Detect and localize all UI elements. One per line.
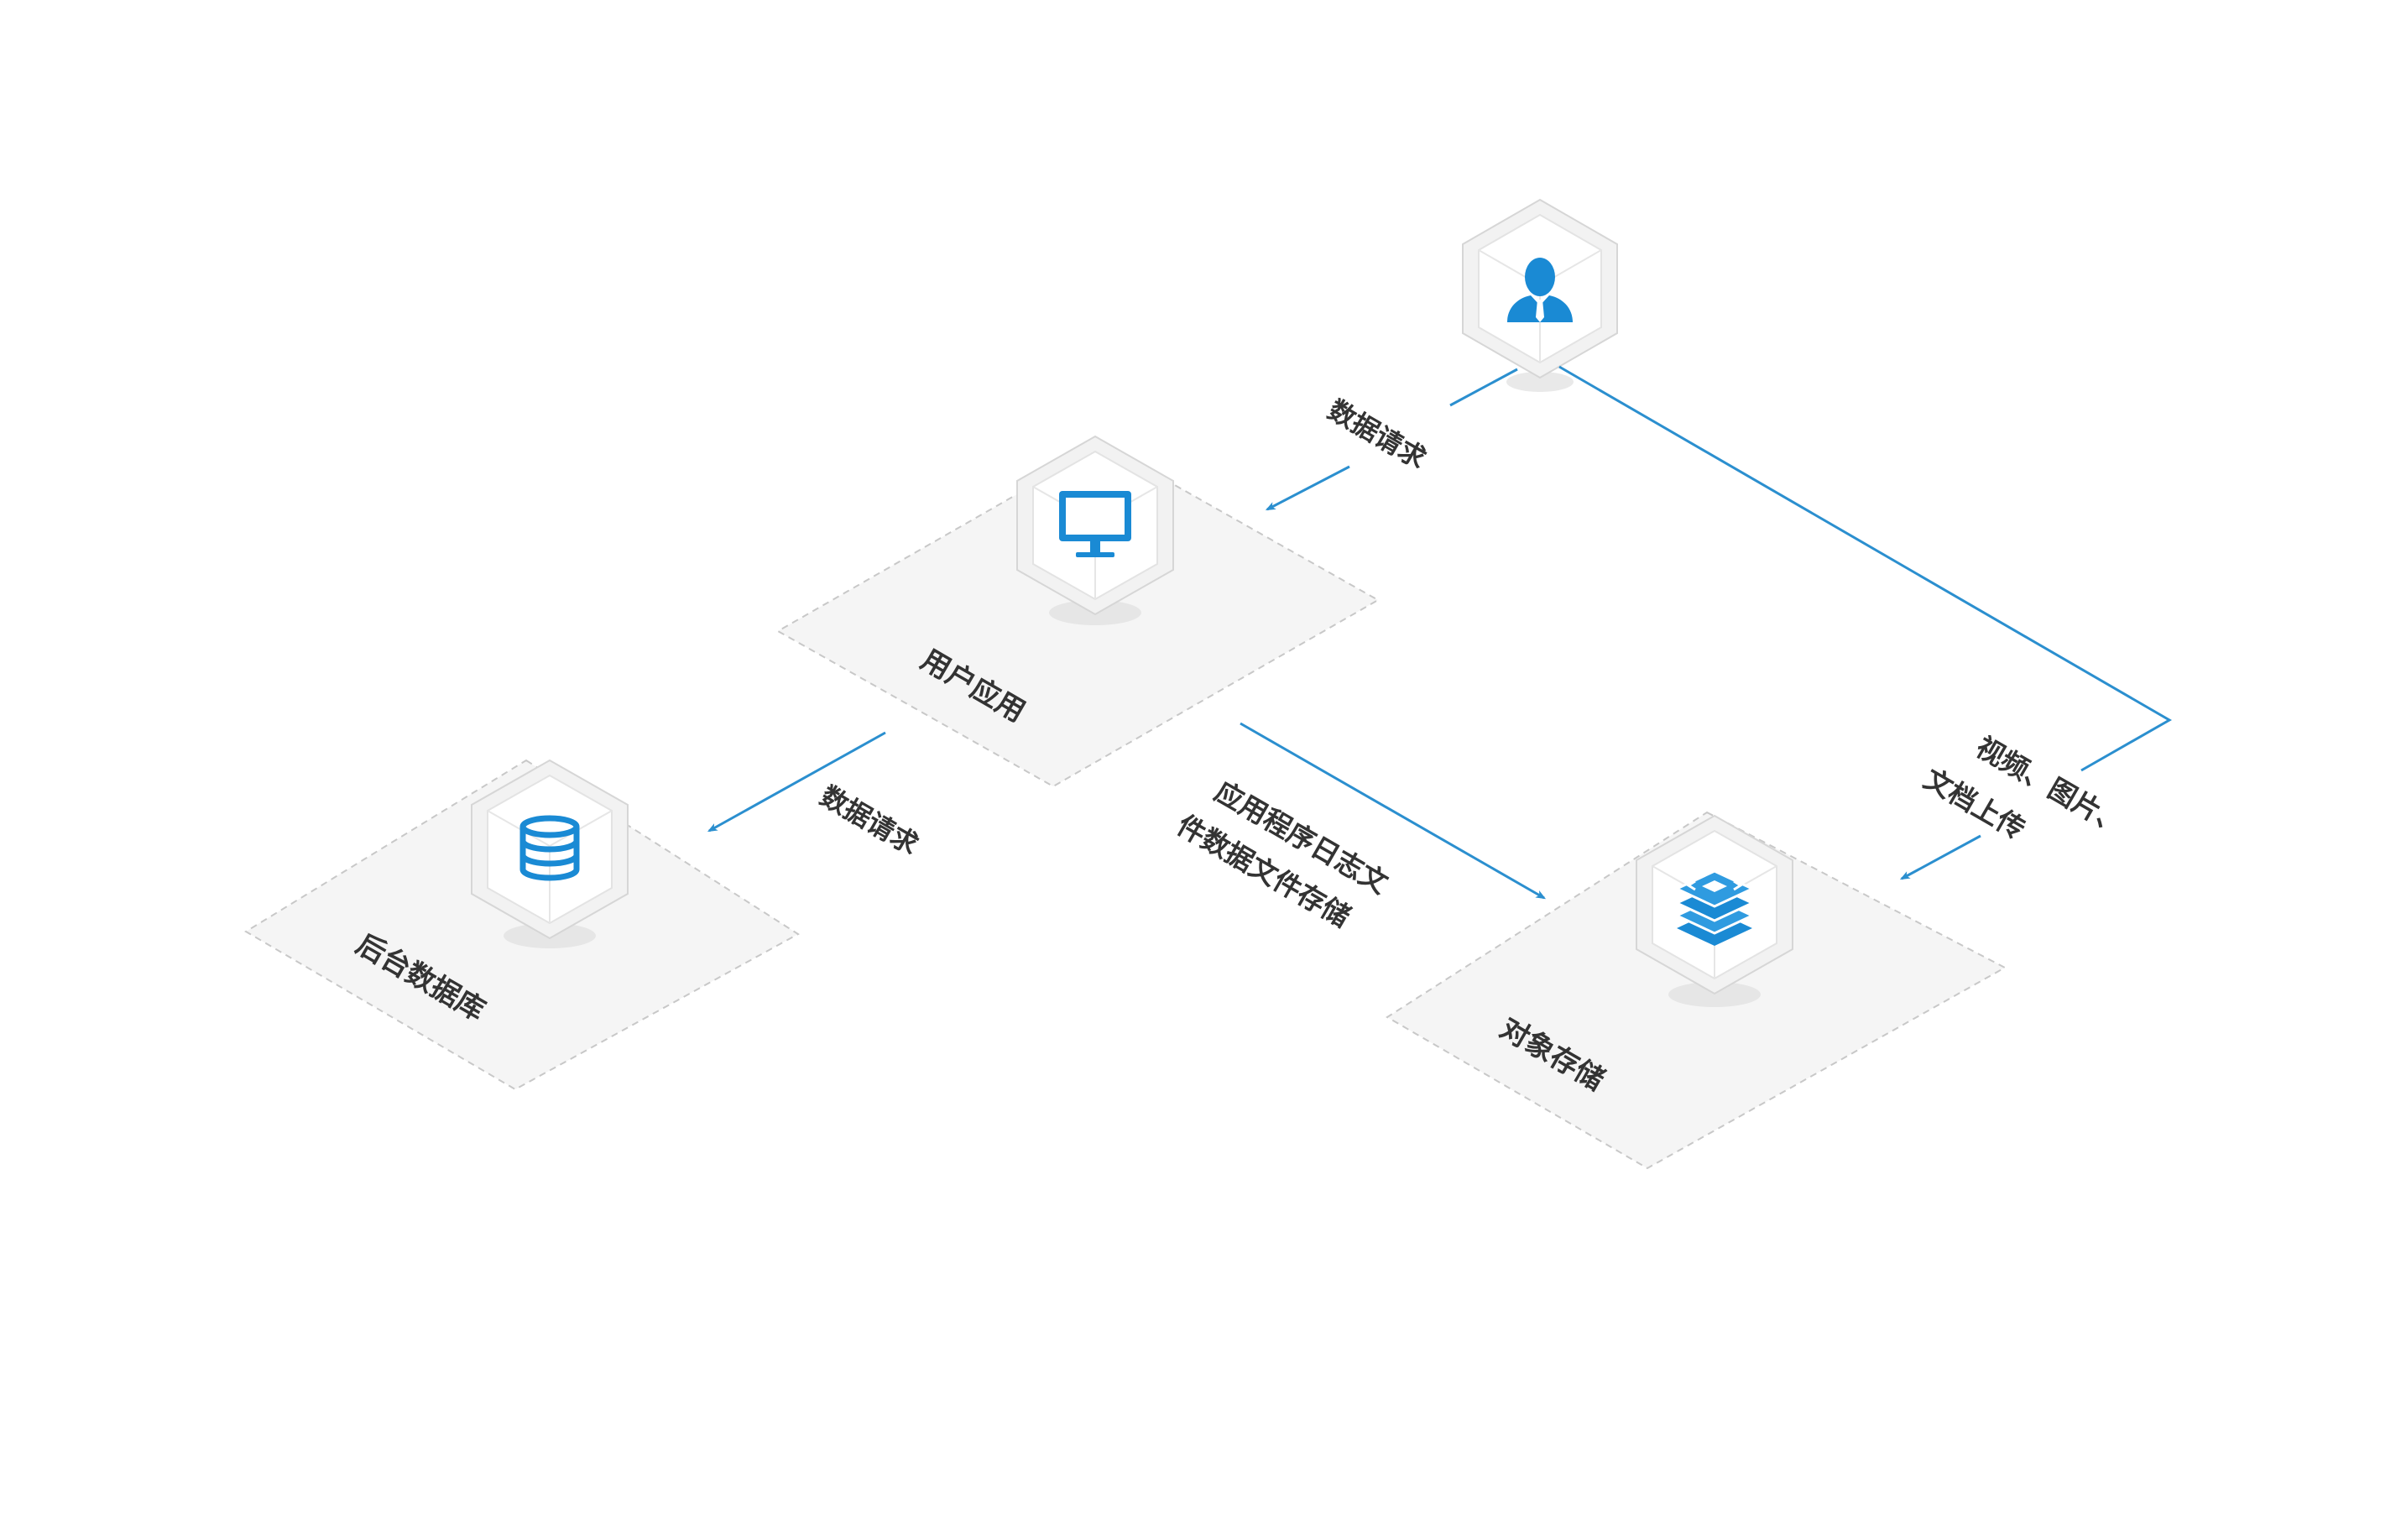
object-storage-icon (1673, 869, 1756, 946)
user-to-app-arrow (1265, 465, 1350, 511)
monitor-icon (1059, 491, 1131, 557)
database-platform (244, 759, 800, 1091)
user-node[interactable] (1462, 198, 1618, 392)
app-node[interactable] (1016, 435, 1174, 625)
user-to-app-arrow-tail (1449, 368, 1518, 407)
database-icon (519, 815, 580, 881)
database-node[interactable] (471, 759, 629, 948)
user-to-app-label: 数据请求 (1323, 394, 1432, 475)
user-to-storage-path (1558, 365, 2173, 772)
app-to-db-label: 数据请求 (815, 780, 924, 861)
storage-node[interactable] (1636, 814, 1793, 1007)
user-to-storage-arrow (1899, 834, 1981, 880)
user-icon (1507, 258, 1573, 322)
app-to-storage-arrow (1240, 722, 1547, 900)
app-to-db-arrow (707, 731, 886, 833)
